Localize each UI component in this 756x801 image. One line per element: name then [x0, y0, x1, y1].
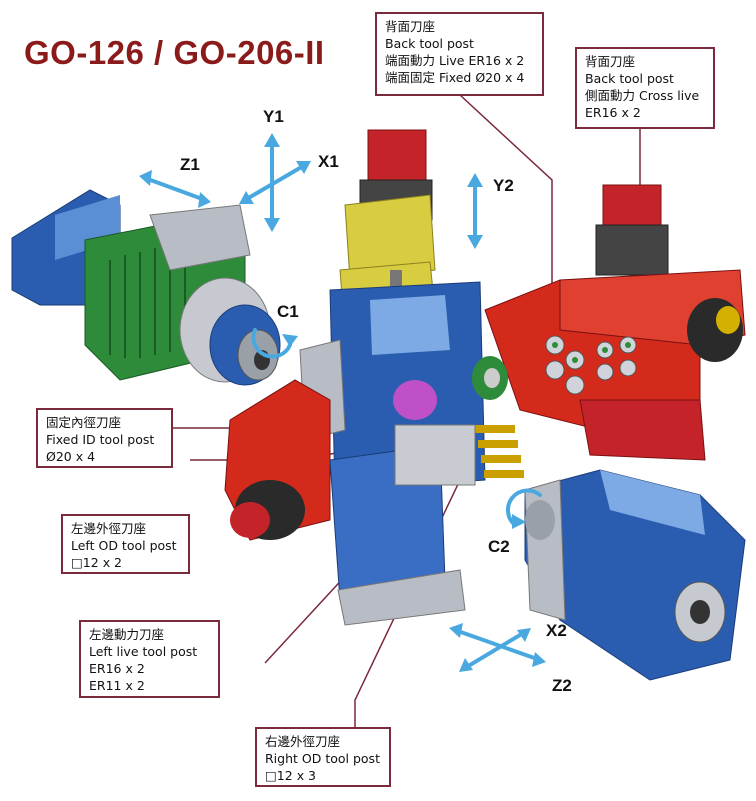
callout-back-tool-post-live: 背面刀座 Back tool post 端面動力 Live ER16 x 2 端… [375, 12, 544, 96]
callout-line: 側面動力 Cross live [585, 88, 700, 103]
axis-label-x2: X2 [546, 621, 567, 640]
callout-line: Fixed ID tool post [46, 432, 155, 447]
callout-line: 左邊外徑刀座 [71, 521, 147, 536]
axis-label-c2: C2 [488, 537, 510, 556]
back-tool-post-unit [472, 184, 746, 461]
axis-label-z2: Z2 [552, 676, 572, 695]
callout-line: 端面固定 Fixed Ø20 x 4 [385, 70, 525, 85]
callout-line: Left OD tool post [71, 538, 177, 553]
callout-line: Ø20 x 4 [46, 449, 96, 464]
callout-line: 背面刀座 [385, 19, 436, 34]
callout-line: 右邊外徑刀座 [265, 734, 341, 749]
axis-label-z1: Z1 [180, 155, 200, 174]
callout-line: 固定內徑刀座 [46, 415, 122, 430]
callout-line: Back tool post [585, 71, 674, 86]
callout-line: ER16 x 2 [89, 661, 145, 676]
axis-label-x1: X1 [318, 152, 339, 171]
callout-line: 左邊動力刀座 [89, 627, 165, 642]
left-spindle-unit [11, 189, 281, 386]
callout-back-tool-post-cross: 背面刀座 Back tool post 側面動力 Cross live ER16… [575, 47, 715, 129]
callout-line: Left live tool post [89, 644, 198, 659]
callout-fixed-id-tool-post: 固定內徑刀座 Fixed ID tool post Ø20 x 4 [36, 408, 173, 468]
callout-right-od-tool-post: 右邊外徑刀座 Right OD tool post □12 x 3 [255, 727, 391, 787]
callout-line: ER11 x 2 [89, 678, 145, 693]
axis-label-c1: C1 [277, 302, 299, 321]
center-carriage-unit [224, 281, 524, 626]
callout-line: □12 x 3 [265, 768, 317, 783]
arrow-heads [139, 133, 546, 672]
callout-left-live-tool-post: 左邊動力刀座 Left live tool post ER16 x 2 ER11… [79, 620, 220, 698]
right-spindle-unit [524, 469, 746, 681]
axis-label-y1: Y1 [263, 107, 284, 126]
callout-line: 背面刀座 [585, 54, 636, 69]
callout-line: □12 x 2 [71, 555, 123, 570]
callout-line: 端面動力 Live ER16 x 2 [385, 53, 525, 68]
callout-line: ER16 x 2 [585, 105, 641, 120]
axis-arrows [143, 138, 542, 670]
callout-line: Back tool post [385, 36, 474, 51]
callout-line: Right OD tool post [265, 751, 380, 766]
callout-left-od-tool-post: 左邊外徑刀座 Left OD tool post □12 x 2 [61, 514, 190, 574]
page-title: GO-126 / GO-206-II [24, 34, 325, 71]
axis-label-y2: Y2 [493, 176, 514, 195]
